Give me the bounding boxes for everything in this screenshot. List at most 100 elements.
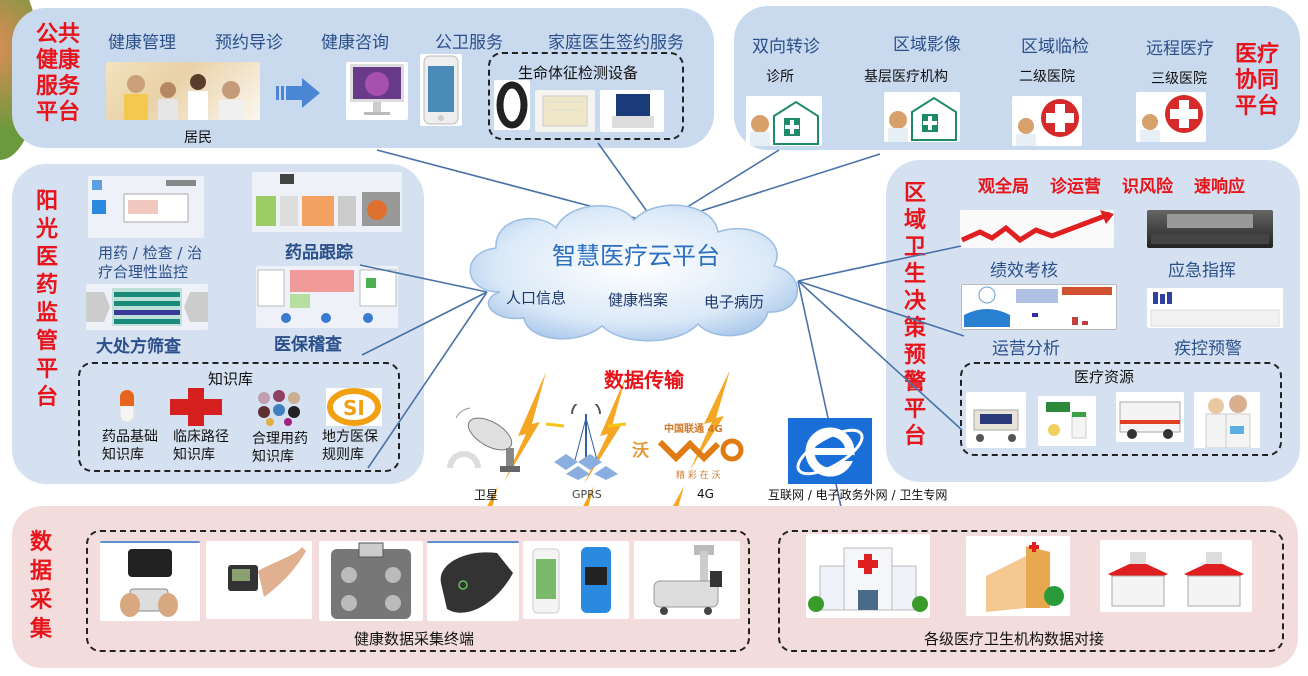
service-consultation: 健康咨询 [321, 33, 389, 53]
doctors-image [1194, 392, 1260, 448]
social-insurance-logo-icon: SI [326, 388, 382, 426]
prescription-screen-diagram [86, 284, 208, 330]
module-operations-analysis: 运营分析 [992, 339, 1060, 359]
service-health-management: 健康管理 [108, 33, 176, 53]
title-line: 监 [35, 301, 58, 326]
cloud-item-health-records: 健康档案 [608, 291, 669, 309]
service-appointment: 预约导诊 [215, 33, 283, 53]
public-health-title: 公共 健康 服务 平台 [30, 22, 86, 126]
secondary-hospital-icon [1012, 96, 1082, 146]
unicom-wo-icon [657, 438, 744, 463]
kb-local-insurance-rules: 地方医保 规则库 [322, 428, 378, 464]
wristband-icon [496, 81, 528, 129]
institutions-box [778, 530, 1284, 652]
terminal-health-kiosk [634, 541, 740, 619]
collab-service-lab: 区域临检 [1021, 37, 1089, 57]
wristband-image [494, 80, 530, 130]
phone-icon [423, 55, 459, 125]
label-line: 临床路径 [173, 429, 229, 445]
label-line: 知识库 [252, 449, 294, 465]
title-line: 阳 [35, 189, 58, 214]
title-line: 域 [903, 208, 926, 233]
slogan-operations: 诊运营 [1050, 177, 1101, 197]
internet-network-label: 互联网 / 电子政务外网 / 卫生专网 [768, 488, 948, 502]
title-line: 台 [35, 385, 58, 410]
resident-label: 居民 [184, 130, 212, 146]
medicine-collection-icon [258, 390, 300, 426]
cloud-item-population: 人口信息 [506, 289, 567, 307]
label-line: 知识库 [102, 447, 144, 463]
medical-resources-box [960, 362, 1282, 456]
channel-gprs: GPRS [572, 488, 602, 501]
unicom-line2: 精 彩 在 沃 [676, 471, 721, 481]
title-line: 卫 [903, 235, 926, 260]
title-line: 光 [35, 217, 58, 242]
medical-collab-title: 医疗 协同 平台 [1232, 42, 1282, 120]
slogan-overview: 观全局 [978, 177, 1029, 197]
connector-line [797, 280, 829, 419]
service-public-health: 公卫服务 [435, 33, 503, 53]
ultrasound-icon [612, 94, 654, 128]
service-family-doctor: 家庭医生签约服务 [548, 33, 684, 53]
label-line: 规则库 [322, 447, 364, 463]
svg-text:SI: SI [343, 396, 365, 420]
title-line: 数 [29, 530, 52, 555]
hospital-bed-image [966, 392, 1026, 448]
family-photo [106, 62, 260, 120]
title-line: 服务 [35, 74, 80, 99]
internet-explorer-icon [788, 418, 872, 484]
institution-hospitals-image [1100, 540, 1252, 612]
smartphone-image [420, 54, 462, 126]
tertiary-hospital-icon [1136, 92, 1206, 142]
unicom-line1: 中国联通 4G [664, 424, 723, 435]
title-line: 生 [903, 262, 926, 287]
operations-dashboard-image [961, 284, 1117, 330]
insurance-audit-label: 医保稽查 [274, 335, 342, 355]
medicine-image [1038, 396, 1096, 446]
connector-line [361, 291, 488, 356]
health-terminals-box [86, 530, 750, 652]
title-line: 台 [903, 424, 926, 449]
title-line: 医疗 [1234, 42, 1279, 67]
title-line: 集 [29, 617, 52, 642]
title-line: 医 [35, 245, 58, 270]
title-line: 药 [35, 273, 58, 298]
terminal-portable-monitor [100, 541, 200, 621]
kb-rational-drug: 合理用药 知识库 [252, 430, 308, 466]
label-line: 合理用药 [252, 431, 308, 447]
facility-primary: 基层医疗机构 [864, 69, 948, 85]
gprs-tower-icon [546, 404, 626, 480]
title-line: 健康 [35, 48, 80, 73]
ecg-device-image [535, 90, 595, 132]
unicom-wo-char: 沃 [632, 441, 649, 461]
title-line: 警 [903, 370, 926, 395]
cloud-item-emr: 电子病历 [704, 293, 765, 311]
rational-use-diagram [88, 176, 204, 238]
knowledge-base-label: 知识库 [208, 370, 254, 388]
transmission-title: 数据传输 [604, 368, 684, 392]
institution-hospital-image [806, 534, 930, 618]
data-collection-title: 数 据 采 集 [24, 528, 58, 644]
lightning-bolt-icon [584, 376, 626, 484]
title-line: 据 [29, 559, 52, 584]
label-line: 疗合理性监控 [98, 263, 189, 281]
ambulance-image [1116, 392, 1184, 442]
collab-service-telemedicine: 远程医疗 [1146, 39, 1214, 59]
health-terminals-label: 健康数据采集终端 [354, 630, 475, 648]
medical-resources-label: 医疗资源 [1074, 368, 1135, 386]
desktop-computer-image [346, 62, 408, 120]
regional-decision-title: 区 域 卫 生 决 策 预 警 平 台 [898, 180, 932, 450]
rational-use-label: 用药 / 检查 / 治 疗合理性监控 [98, 244, 202, 282]
title-line: 平 [903, 397, 926, 422]
connector-line [797, 280, 965, 337]
title-line: 采 [29, 588, 52, 613]
primary-facility-icon [884, 92, 960, 142]
title-line: 公共 [35, 22, 80, 47]
terminal-phone-watch [523, 541, 629, 619]
connector-line [797, 280, 963, 431]
arrow-right-icon [276, 78, 320, 108]
facility-clinic: 诊所 [766, 69, 794, 85]
terminal-handheld-meter [206, 541, 312, 619]
kb-clinical-pathway: 临床路径 知识库 [173, 428, 229, 464]
unicom-4g-logo: 中国联通 4G 沃 精 彩 在 沃 [632, 420, 748, 486]
